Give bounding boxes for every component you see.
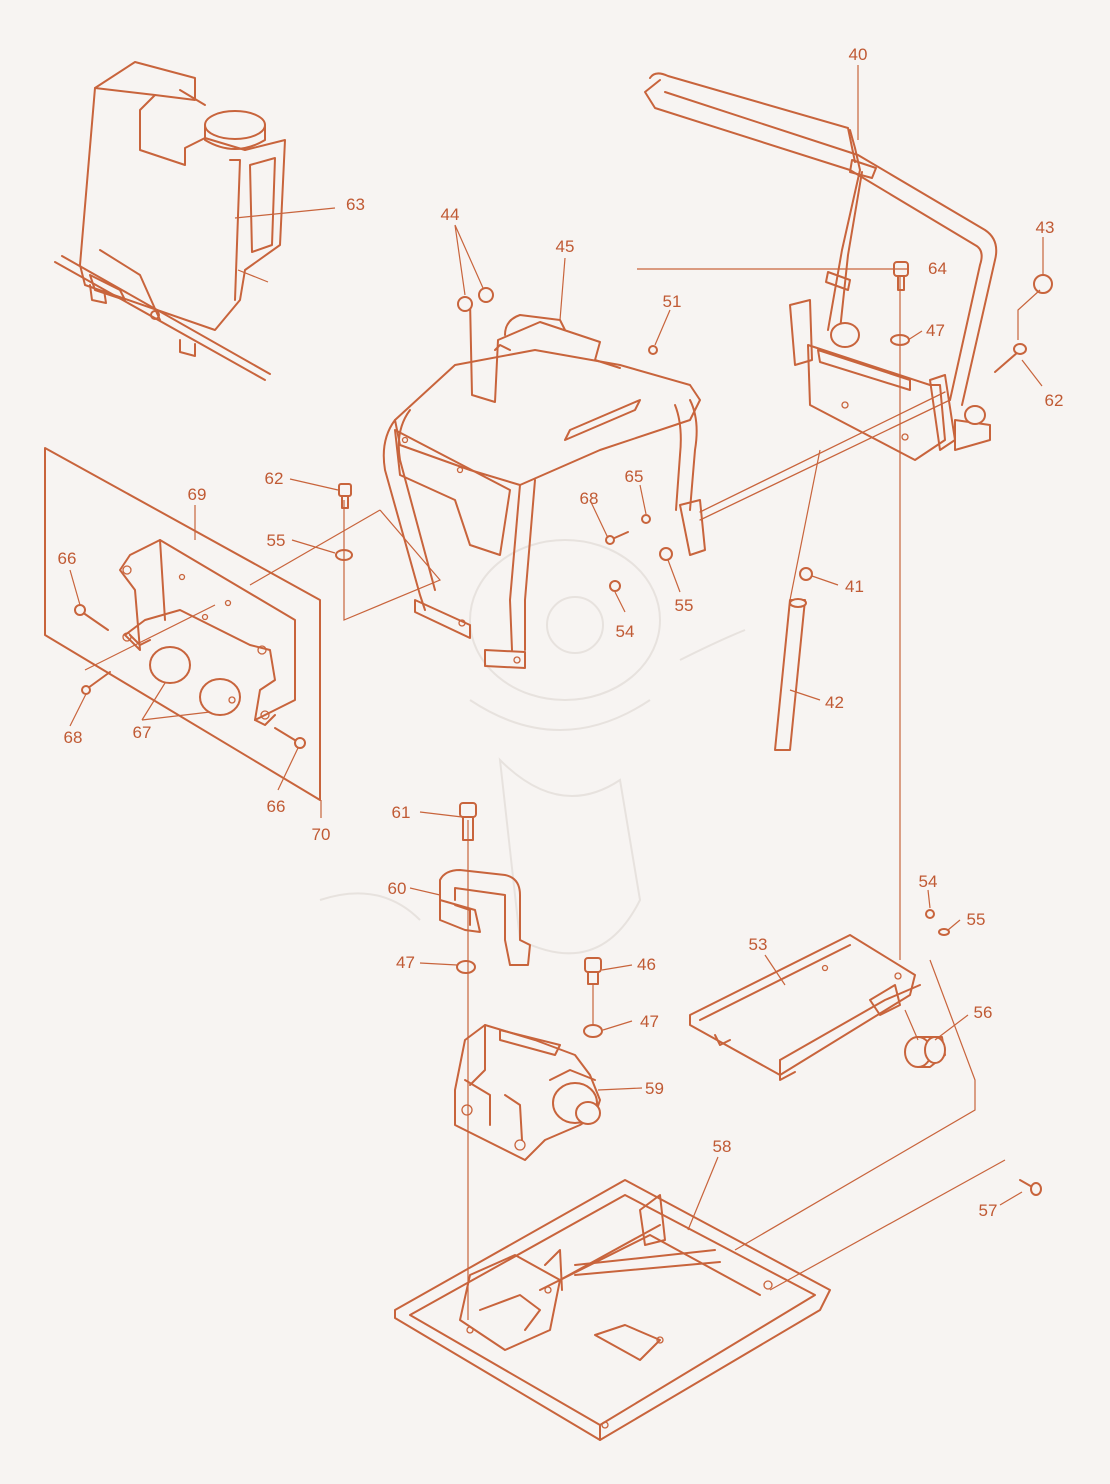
rubber-buffer-part-56: [904, 1036, 946, 1068]
callout-54-right: 54: [919, 872, 938, 891]
callout-60: 60: [388, 879, 407, 898]
callout-66-lower: 66: [267, 797, 286, 816]
callout-58: 58: [713, 1137, 732, 1156]
callout-51: 51: [663, 292, 682, 311]
callout-55-left: 55: [267, 531, 286, 550]
callout-46: 46: [637, 955, 656, 974]
callout-67: 67: [133, 723, 152, 742]
rubber-mounts-part-67: [149, 646, 241, 716]
washer-part-47-lower: [583, 1024, 603, 1038]
callout-55-right: 55: [967, 910, 986, 929]
bolt-part-62-right: [994, 343, 1027, 373]
callout-65: 65: [625, 467, 644, 486]
callout-45: 45: [556, 237, 575, 256]
callout-56: 56: [974, 1003, 993, 1022]
callout-44: 44: [441, 205, 460, 224]
bolt-part-66-lower: [274, 727, 306, 749]
mount-plate-part-69: [44, 447, 321, 801]
bolt-part-46: [584, 957, 602, 985]
callout-41: 41: [845, 577, 864, 596]
watermark: [319, 539, 746, 955]
engine-plate-part-53: [689, 934, 921, 1081]
nut-part-54-mid: [609, 580, 621, 592]
nut-part-43: [1033, 274, 1053, 294]
callout-47-lower: 47: [640, 1012, 659, 1031]
exciter-part-59: [454, 1024, 601, 1161]
handle-part-40: [644, 72, 998, 406]
callout-labels: 40 41 42 43 44 45 46 47 47 47 51 53 54 5…: [58, 45, 1064, 1220]
callout-59: 59: [645, 1079, 664, 1098]
callout-42: 42: [825, 693, 844, 712]
callout-47-upper: 47: [926, 321, 945, 340]
nut-part-51: [648, 345, 658, 355]
callout-70: 70: [312, 825, 331, 844]
callout-61: 61: [392, 803, 411, 822]
callout-69: 69: [188, 485, 207, 504]
grommets-part-44: [457, 287, 494, 312]
bolt-part-57: [1019, 1179, 1042, 1196]
callout-40: 40: [849, 45, 868, 64]
washer-part-55-right: [938, 928, 950, 936]
bolt-part-62-left: [338, 483, 352, 509]
washer-part-65: [641, 514, 651, 524]
callout-68-mid: 68: [580, 489, 599, 508]
bolt-part-66-upper: [74, 604, 109, 631]
handle-bracket: [699, 299, 991, 521]
callout-57: 57: [979, 1201, 998, 1220]
callout-leaders: [69, 65, 1044, 1231]
callout-47-mid: 47: [396, 953, 415, 972]
callout-66-upper: 66: [58, 549, 77, 568]
callout-63: 63: [346, 195, 365, 214]
callout-54-mid: 54: [616, 622, 635, 641]
callout-62-left: 62: [265, 469, 284, 488]
clip-part-41: [799, 567, 813, 581]
base-plate-part-58: [394, 1179, 831, 1441]
lifting-handle-part-60: [439, 869, 531, 966]
nut-part-54-right: [925, 909, 935, 919]
callout-68-left: 68: [64, 728, 83, 747]
frame-cover-part-45: [382, 299, 706, 669]
callout-62-right: 62: [1045, 391, 1064, 410]
bolt-part-68-mid: [605, 531, 629, 545]
washer-part-55-mid: [659, 547, 673, 561]
washer-part-47-mid: [456, 960, 476, 974]
bolt-part-68-left: [81, 671, 111, 695]
callout-43: 43: [1036, 218, 1055, 237]
assembly-lines: [84, 275, 1041, 1320]
callout-53: 53: [749, 935, 768, 954]
bolt-part-64: [893, 261, 909, 291]
callout-64: 64: [928, 259, 947, 278]
fuel-tank-part-63: [54, 61, 286, 381]
callout-55-mid: 55: [675, 596, 694, 615]
rod-part-42: [774, 598, 807, 751]
